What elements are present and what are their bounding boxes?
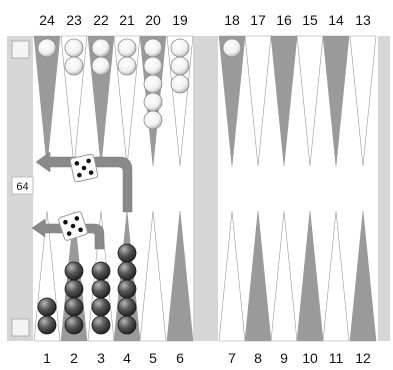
light-checker[interactable]: [64, 38, 84, 58]
point-number-14: 14: [328, 12, 344, 28]
dark-checker[interactable]: [37, 315, 57, 335]
board-point-9[interactable]: [270, 210, 298, 342]
doubling-cube-value: 64: [16, 181, 28, 193]
point-number-12: 12: [355, 350, 371, 366]
point-number-22: 22: [93, 12, 109, 28]
point-number-17: 17: [250, 12, 266, 28]
point-number-4: 4: [123, 350, 131, 366]
dark-checker[interactable]: [91, 297, 111, 317]
light-checker[interactable]: [222, 38, 242, 58]
point-number-8: 8: [254, 350, 262, 366]
dark-checker[interactable]: [117, 261, 137, 281]
board-point-13[interactable]: [349, 35, 377, 167]
board-point-8[interactable]: [244, 210, 272, 342]
point-number-6: 6: [176, 350, 184, 366]
point-number-21: 21: [119, 12, 135, 28]
light-checker[interactable]: [170, 56, 190, 76]
dark-checker[interactable]: [37, 297, 57, 317]
dark-checker[interactable]: [117, 279, 137, 299]
point-number-23: 23: [66, 12, 82, 28]
dark-checker[interactable]: [91, 315, 111, 335]
point-number-3: 3: [97, 350, 105, 366]
light-checker[interactable]: [143, 110, 163, 130]
board-point-17[interactable]: [244, 35, 272, 167]
dark-checker[interactable]: [117, 243, 137, 263]
light-checker[interactable]: [117, 56, 137, 76]
board-point-24[interactable]: [33, 35, 61, 167]
point-number-10: 10: [302, 350, 318, 366]
light-checker[interactable]: [117, 38, 137, 58]
board-point-7[interactable]: [218, 210, 246, 342]
light-checker[interactable]: [143, 92, 163, 112]
dark-checker[interactable]: [64, 297, 84, 317]
dark-checker[interactable]: [91, 261, 111, 281]
point-number-7: 7: [228, 350, 236, 366]
dark-checker[interactable]: [64, 261, 84, 281]
light-checker[interactable]: [91, 38, 111, 58]
point-number-1: 1: [43, 350, 51, 366]
light-checker[interactable]: [170, 74, 190, 94]
point-number-2: 2: [70, 350, 78, 366]
doubling-cube[interactable]: [11, 176, 34, 195]
die-five-icon: [58, 211, 88, 241]
light-checker[interactable]: [91, 56, 111, 76]
board-point-15[interactable]: [296, 35, 324, 167]
light-checker[interactable]: [143, 56, 163, 76]
point-number-5: 5: [149, 350, 157, 366]
light-checker[interactable]: [170, 38, 190, 58]
board-point-6[interactable]: [166, 210, 194, 342]
left-home-area: [33, 36, 193, 341]
point-number-16: 16: [276, 12, 292, 28]
right-home-area: [218, 36, 378, 341]
dark-checker[interactable]: [117, 297, 137, 317]
point-number-15: 15: [302, 12, 318, 28]
point-number-13: 13: [355, 12, 371, 28]
move-arrow-icon: [35, 151, 133, 213]
board-point-12[interactable]: [349, 210, 377, 342]
point-number-18: 18: [224, 12, 240, 28]
board-point-16[interactable]: [270, 35, 298, 167]
board-point-18[interactable]: [218, 35, 246, 167]
die-five-icon: [69, 153, 99, 183]
point-number-19: 19: [172, 12, 188, 28]
point-number-11: 11: [329, 350, 344, 366]
bear-off-tray-top[interactable]: [11, 40, 30, 59]
dark-checker[interactable]: [64, 279, 84, 299]
board-point-14[interactable]: [322, 35, 350, 167]
bear-off-tray-bottom[interactable]: [11, 318, 30, 337]
light-checker[interactable]: [64, 56, 84, 76]
point-number-9: 9: [280, 350, 288, 366]
dark-checker[interactable]: [64, 315, 84, 335]
board-point-5[interactable]: [139, 210, 167, 342]
dark-checker[interactable]: [91, 279, 111, 299]
dark-checker[interactable]: [117, 315, 137, 335]
board-point-10[interactable]: [296, 210, 324, 342]
point-number-24: 24: [39, 12, 55, 28]
light-checker[interactable]: [143, 38, 163, 58]
board-point-11[interactable]: [322, 210, 350, 342]
light-checker[interactable]: [143, 74, 163, 94]
point-number-20: 20: [145, 12, 161, 28]
light-checker[interactable]: [37, 38, 57, 58]
center-bar: [193, 36, 218, 341]
